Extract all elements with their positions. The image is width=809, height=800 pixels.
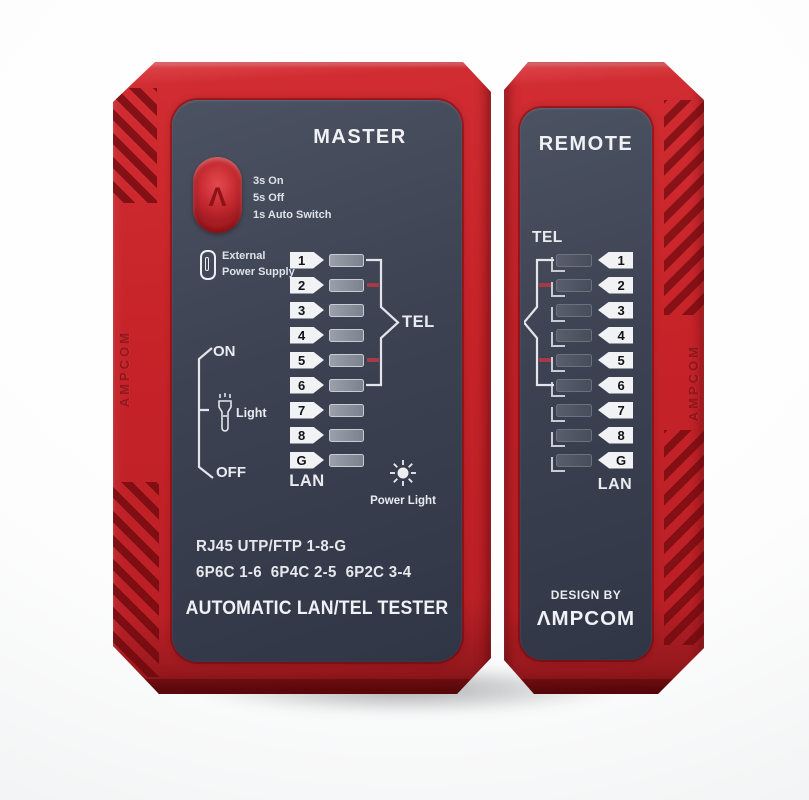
pin-row: 1 [290, 251, 364, 269]
light-label: Light [236, 406, 267, 420]
pin-row: 3 [290, 301, 364, 319]
pin-number-badge: G [290, 452, 324, 469]
timing-line: 3s On [253, 175, 284, 187]
pin-row: 8 [556, 426, 633, 444]
power-button[interactable]: Λ [193, 157, 242, 233]
remote-panel: REMOTE TEL 1 2 3 4 5 6 7 8 G LAN DESIGN … [520, 108, 652, 660]
spec-line-2: 6P6C 1-6 6P4C 2-5 6P2C 3-4 [196, 564, 412, 581]
pin-number-badge: 7 [290, 402, 324, 419]
tel-bracket-icon [524, 250, 556, 402]
brand-logo: ΛMPCOM [536, 607, 636, 630]
pin-number-badge: 1 [598, 252, 633, 269]
tester-title: AUTOMATIC LAN/TEL TESTER [185, 598, 449, 619]
led-indicator [556, 254, 592, 267]
pin-number-badge: 4 [290, 327, 324, 344]
led-indicator [329, 429, 364, 442]
master-panel: MASTER Λ 3s On 5s Off 1s Auto Switch Ext… [172, 100, 462, 662]
led-indicator [556, 329, 592, 342]
pin-row: 5 [556, 351, 633, 369]
light-switch-icon[interactable] [192, 342, 218, 484]
pin-number-badge: G [598, 452, 633, 469]
led-indicator [329, 404, 364, 417]
pin-number-badge: 2 [598, 277, 633, 294]
led-indicator [329, 454, 364, 467]
grip-ridges-icon [111, 482, 159, 677]
pin-row: 7 [290, 401, 364, 419]
pair-mark-5 [539, 358, 551, 362]
led-indicator [556, 454, 592, 467]
power-light-label: Power Light [370, 495, 436, 507]
grip-ridges-icon [664, 100, 706, 315]
remote-tel-label: TEL [532, 229, 563, 246]
led-indicator [329, 329, 364, 342]
master-title: MASTER [313, 126, 407, 148]
pin-number-badge: 8 [598, 427, 633, 444]
pin-row: 8 [290, 426, 364, 444]
design-by-label: DESIGN BY [550, 588, 622, 602]
pin-row: 3 [556, 301, 633, 319]
pin-number-badge: 7 [598, 402, 633, 419]
timing-line: 1s Auto Switch [253, 209, 332, 221]
pin-row: 4 [290, 326, 364, 344]
led-indicator [329, 379, 364, 392]
pin-number-badge: 8 [290, 427, 324, 444]
pin-number-badge: 5 [598, 352, 633, 369]
pin-row: 6 [556, 376, 633, 394]
flashlight-icon [214, 392, 236, 436]
pin-number-badge: 2 [290, 277, 324, 294]
led-indicator [329, 304, 364, 317]
led-indicator [556, 404, 592, 417]
pin-row: 4 [556, 326, 633, 344]
button-timing-label: 3s On 5s Off 1s Auto Switch [253, 173, 331, 224]
grip-ridges-icon [111, 88, 157, 203]
lan-label: LAN [289, 472, 325, 490]
pin-row: 2 [290, 276, 364, 294]
led-indicator [329, 254, 364, 267]
tel-label: TEL [402, 313, 435, 331]
pin-row: 2 [556, 276, 633, 294]
external-power-label: External Power Supply [222, 250, 295, 278]
pin-number-badge: 1 [290, 252, 324, 269]
remote-lan-label: LAN [597, 476, 633, 493]
pin-number-badge: 4 [598, 327, 633, 344]
led-indicator [556, 304, 592, 317]
spec-line-1: RJ45 UTP/FTP 1-8-G [196, 538, 347, 555]
grip-ridges-icon [664, 430, 706, 645]
pin-number-badge: 5 [290, 352, 324, 369]
pin-number-badge: 6 [598, 377, 633, 394]
led-indicator [556, 379, 592, 392]
on-label: ON [213, 343, 236, 360]
ampcom-logo-icon: Λ [208, 181, 227, 212]
pin-row: 5 [290, 351, 364, 369]
pair-mark-5 [367, 358, 379, 362]
power-light-icon [387, 457, 419, 489]
led-indicator [329, 279, 364, 292]
off-label: OFF [216, 464, 246, 481]
external-power-icon [200, 250, 216, 280]
tel-bracket-icon [366, 250, 402, 402]
pin-row: 1 [556, 251, 633, 269]
pin-row: G [290, 451, 364, 469]
remote-unit: AMPCOM REMOTE TEL 1 2 3 4 5 6 7 8 G LAN … [504, 62, 704, 694]
master-unit: AMPCOM MASTER Λ 3s On 5s Off 1s Auto Swi… [113, 62, 491, 694]
remote-title: REMOTE [538, 133, 634, 155]
pin-number-badge: 3 [598, 302, 633, 319]
side-embossed-brand: AMPCOM [117, 330, 132, 408]
pin-row: 6 [290, 376, 364, 394]
side-embossed-brand: AMPCOM [686, 344, 701, 422]
pair-mark-2 [367, 283, 379, 287]
led-indicator [329, 354, 364, 367]
pin-number-badge: 6 [290, 377, 324, 394]
pin-row: 7 [556, 401, 633, 419]
led-indicator [556, 279, 592, 292]
pin-number-badge: 3 [290, 302, 324, 319]
led-indicator [556, 429, 592, 442]
pin-row: G [556, 451, 633, 469]
pair-mark-2 [539, 283, 551, 287]
led-indicator [556, 354, 592, 367]
timing-line: 5s Off [253, 192, 285, 204]
